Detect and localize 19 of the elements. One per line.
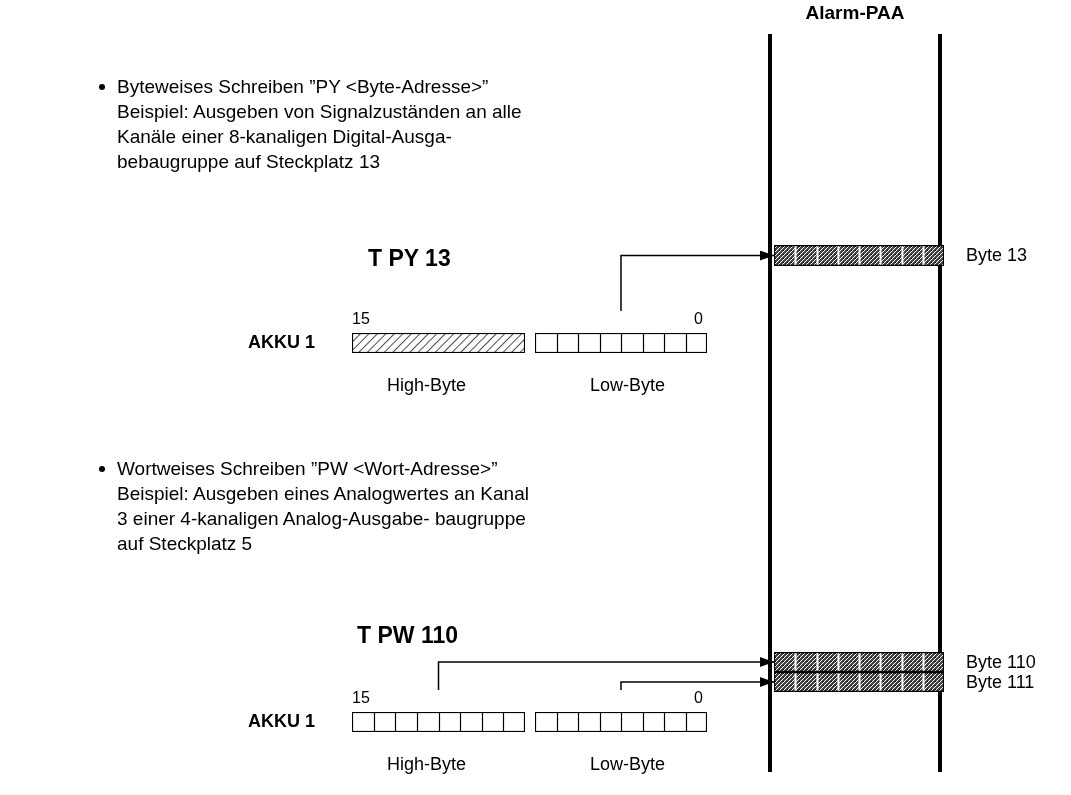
example-text: Beispiel: Ausgeben von Signalzuständen an alle Kanäle einer 8-kanaligen Digital-Ausga- bebaugruppe auf Steckplatz 13: [117, 100, 523, 174]
bit-number: 0: [694, 688, 703, 708]
instruction-label: T PW 110: [357, 621, 458, 650]
byte-label: Low-Byte: [590, 753, 666, 776]
bit-number: 15: [352, 309, 370, 329]
bullet-text: Byteweises Schreiben ”PY <Byte-Adresse>”: [117, 75, 489, 99]
byte-label: Byte 13: [966, 244, 1028, 267]
register-name: AKKU 1: [248, 710, 315, 733]
register-name: AKKU 1: [248, 331, 315, 354]
example-text: Beispiel: Ausgeben eines Analogwertes an Kanal 3 einer 4-kanaligen Analog-Ausgabe- baugruppe auf Steckplatz 5: [117, 482, 530, 556]
instruction-label: T PY 13: [368, 244, 451, 273]
byte-label: High-Byte: [387, 374, 467, 397]
byte-label: Low-Byte: [590, 374, 666, 397]
bit-number: 15: [352, 688, 370, 708]
byte-label: Byte 110: [966, 650, 1036, 674]
byte-label: Byte 111: [966, 671, 1035, 694]
byte-label: High-Byte: [387, 753, 467, 776]
bit-number: 0: [694, 309, 703, 329]
bullet-text: Wortweises Schreiben ”PW <Wort-Adresse>”: [117, 457, 498, 481]
